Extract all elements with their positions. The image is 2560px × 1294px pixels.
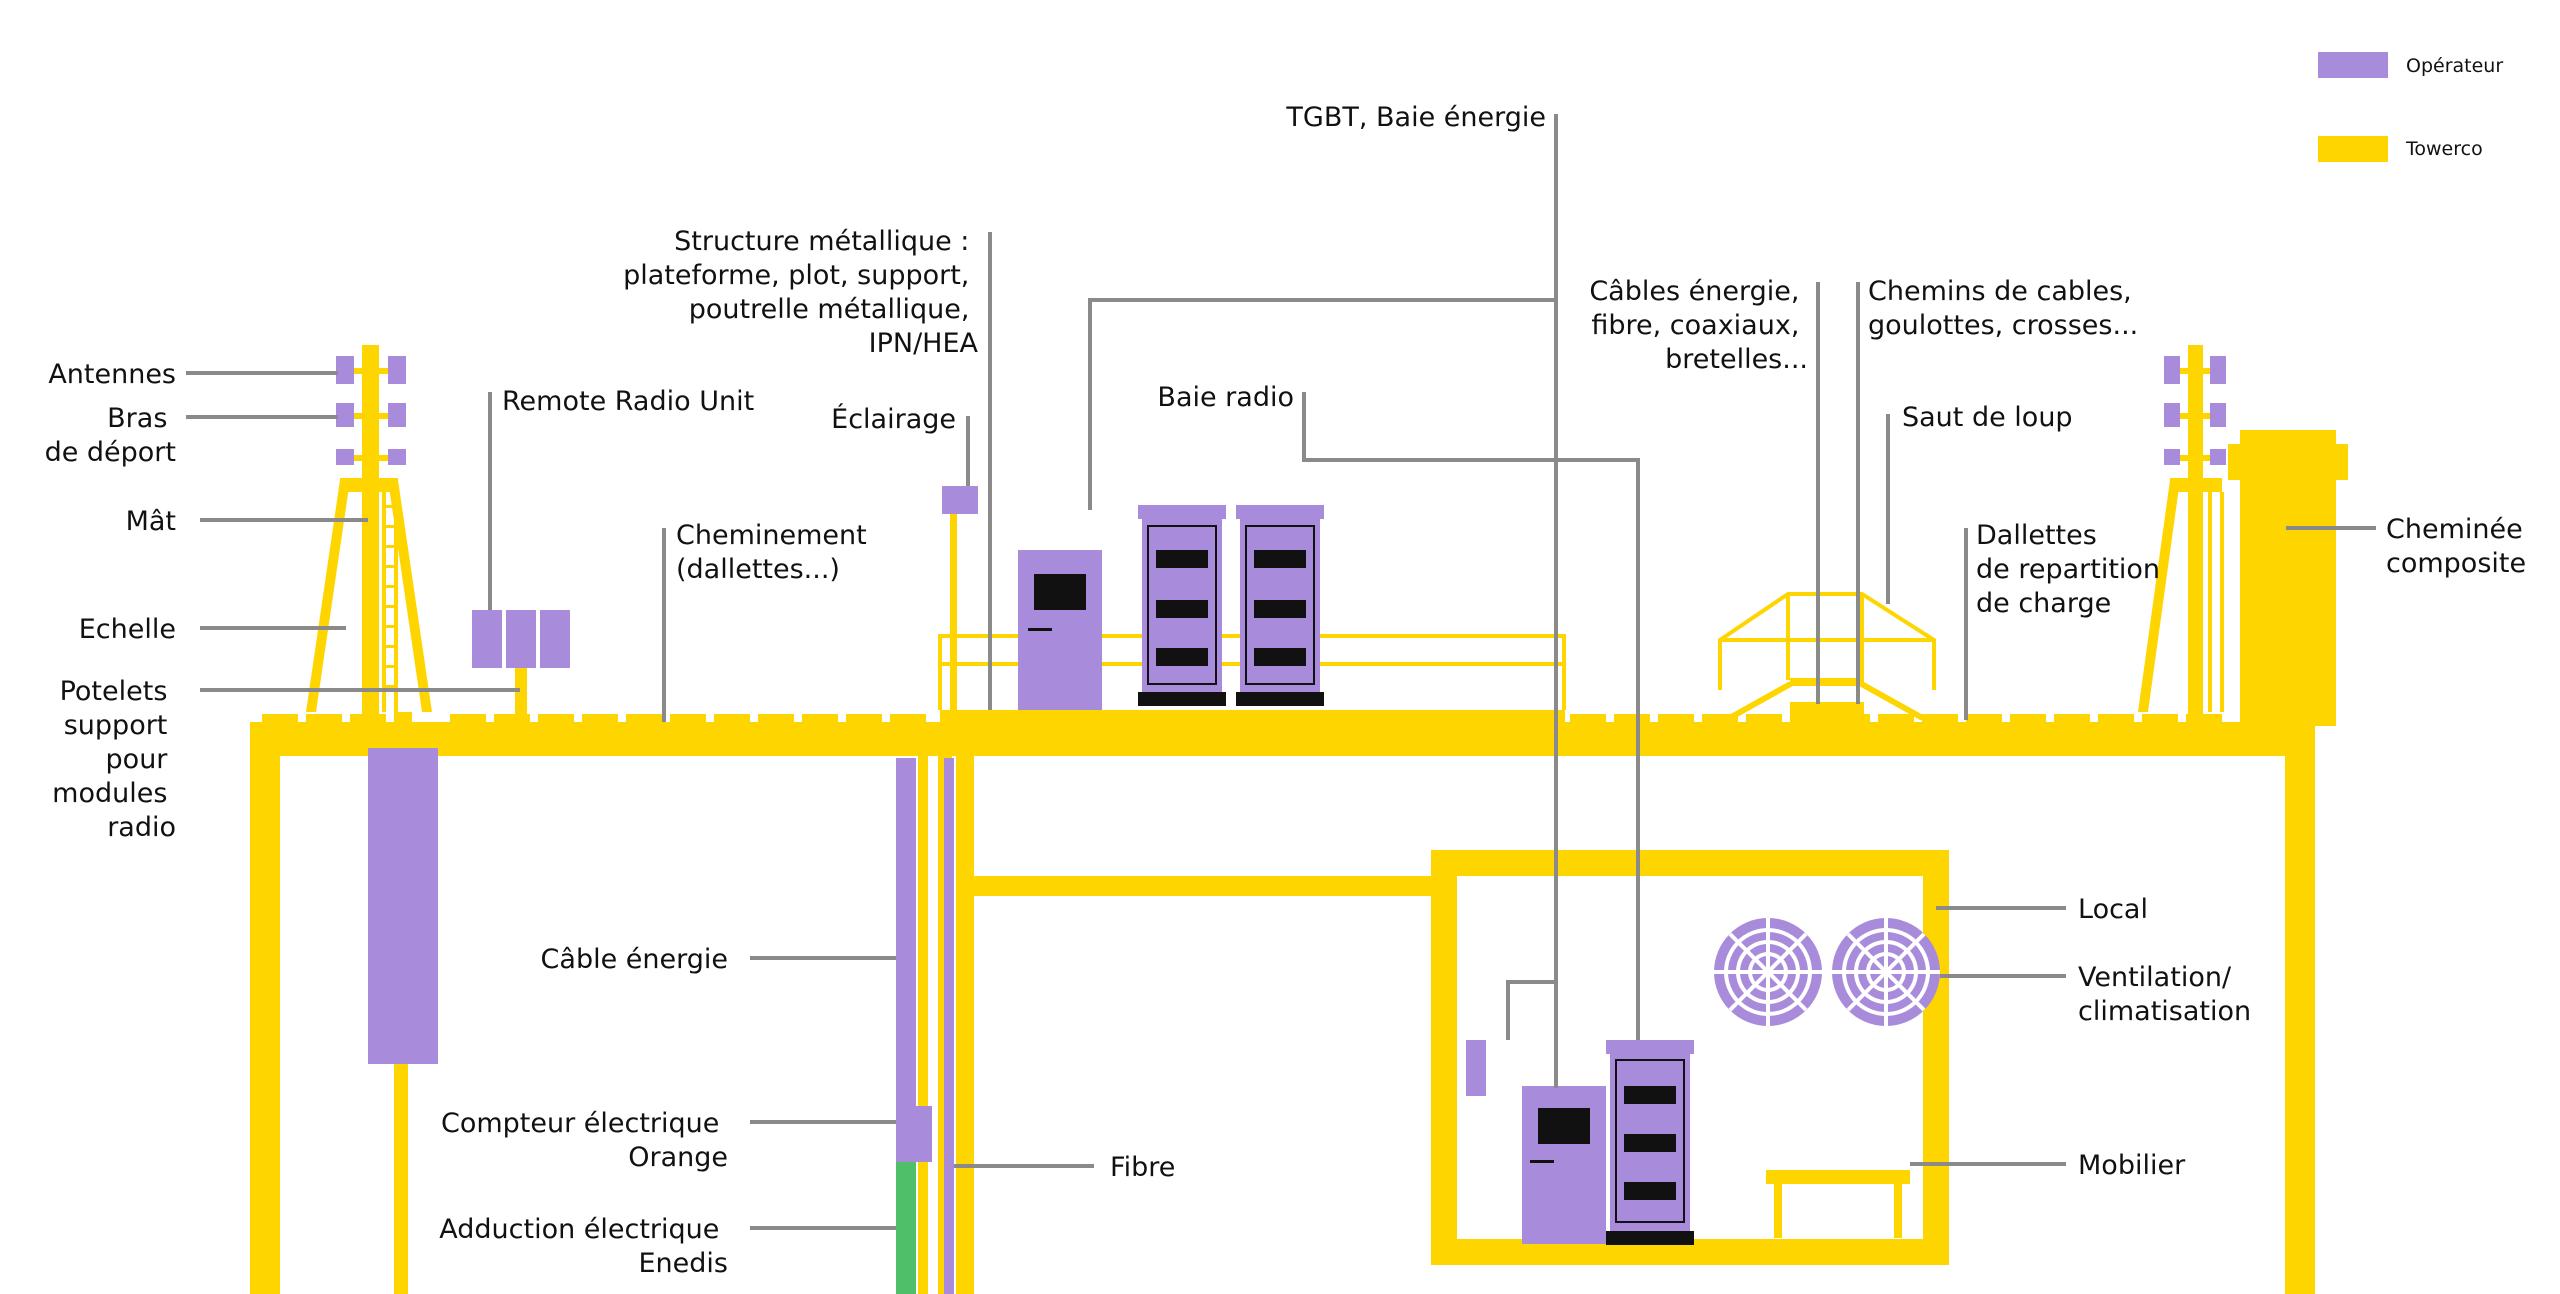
label-saut-de-loup: Saut de loup (1902, 402, 2073, 433)
lighting-pole (942, 486, 978, 714)
legend-swatch-operateur (2318, 52, 2388, 78)
building (250, 710, 2315, 1294)
local-connector-beam (974, 876, 1444, 896)
label-potelets: Potelets support pour modules radio (52, 676, 176, 843)
label-cables-energie: Câbles énergie, fibre, coaxiaux, bretell… (1589, 276, 1808, 375)
antennas (336, 356, 406, 465)
riser-shaft-right (956, 756, 974, 1294)
rru-support-post (515, 668, 527, 714)
label-cheminement: Cheminement (dallettes...) (676, 520, 875, 585)
remote-radio-units (472, 610, 570, 714)
light-fixture (942, 486, 978, 514)
label-mobilier: Mobilier (2078, 1150, 2186, 1181)
label-cable-energie: Câble énergie (541, 944, 728, 975)
mast-head (340, 478, 398, 492)
label-local: Local (2078, 894, 2148, 925)
riser-cable-yellow (918, 756, 928, 1294)
local-wall-box (1466, 1040, 1486, 1096)
operator-cable-column (368, 748, 438, 1064)
label-cheminee: Cheminée composite (2386, 514, 2531, 579)
leader-lines (186, 114, 2376, 1230)
label-structure: Structure métallique : plateforme, plot,… (623, 226, 978, 359)
label-tgbt: TGBT, Baie énergie (1285, 102, 1546, 133)
label-eclairage: Éclairage (831, 403, 956, 435)
wall-left (250, 722, 280, 1294)
label-fibre: Fibre (1110, 1152, 1175, 1183)
labels: Antennes Bras de déport Mât Echelle Pote… (45, 102, 2531, 1279)
composite-chimney (2228, 430, 2348, 726)
right-mast (2138, 345, 2226, 720)
label-ventilation: Ventilation/ climatisation (2078, 962, 2251, 1027)
legend: Opérateur Towerco (2318, 52, 2503, 162)
raised-platform (940, 710, 1565, 730)
label-antennes: Antennes (48, 359, 176, 390)
legend-label-towerco: Towerco (2405, 138, 2483, 160)
radio-rack-1 (1138, 505, 1226, 706)
mast-pole (362, 345, 379, 720)
mast-leg-right (388, 480, 432, 712)
label-chemins: Chemins de cables, goulottes, crosses... (1868, 276, 2140, 341)
antenna-arms (345, 368, 397, 461)
table-furniture (1766, 1170, 1910, 1238)
mast-leg-left (306, 480, 350, 712)
left-mast (306, 345, 438, 1294)
radio-rack-2 (1236, 505, 1324, 706)
fiber-cable (944, 758, 954, 1294)
fan-2 (1832, 918, 1940, 1026)
local-room (1431, 850, 1949, 1265)
label-rru: Remote Radio Unit (502, 386, 754, 417)
cable-bridge (1718, 592, 1936, 724)
orange-meter (896, 1106, 932, 1162)
tgbt-cabinet-roof (1018, 550, 1102, 710)
label-baie-radio: Baie radio (1157, 382, 1294, 413)
label-echelle: Echelle (79, 614, 176, 645)
mast-base (394, 712, 412, 752)
mast-foot-pipe (394, 1064, 408, 1294)
label-dallettes: Dallettes de repartition de charge (1976, 520, 2169, 619)
mast-ladder (382, 492, 398, 712)
legend-label-operateur: Opérateur (2406, 55, 2503, 77)
enedis-supply (896, 1162, 916, 1294)
label-compteur: Compteur électrique Orange (441, 1108, 728, 1173)
label-adduction: Adduction électrique Enedis (439, 1214, 728, 1279)
label-mat: Mât (126, 506, 176, 537)
energy-cable (896, 758, 916, 1108)
label-bras: Bras de déport (45, 403, 176, 468)
local-tgbt-cabinet (1522, 1086, 1606, 1244)
fan-1 (1714, 918, 1822, 1026)
legend-swatch-towerco (2318, 136, 2388, 162)
wall-right (2285, 722, 2315, 1294)
local-radio-rack (1606, 1040, 1694, 1245)
